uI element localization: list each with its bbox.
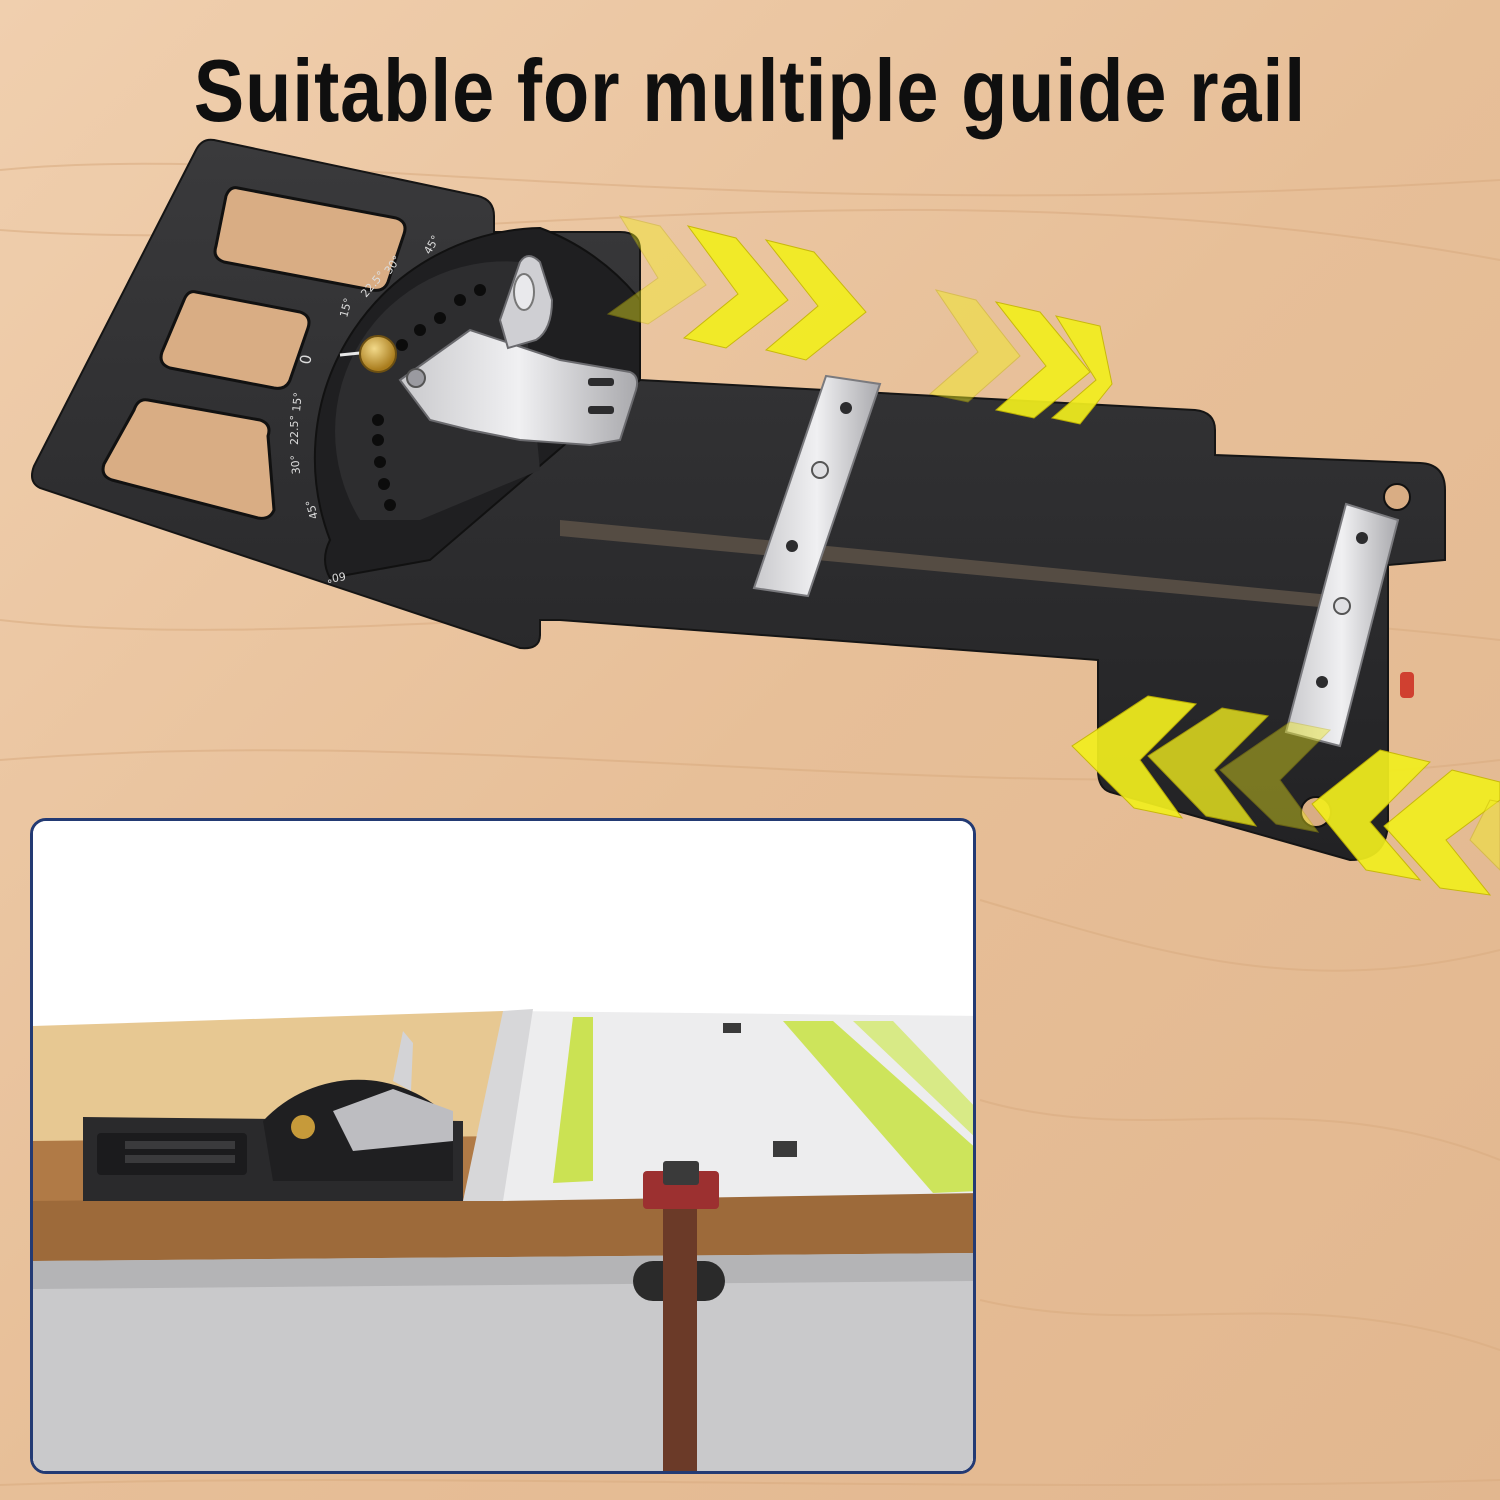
toggle-clamp[interactable]	[398, 255, 639, 447]
scale-label-zero: 0	[296, 353, 315, 366]
sliding-stop-bar[interactable]	[752, 374, 882, 598]
clamp-post	[663, 1209, 697, 1471]
chevron-left-icon	[1071, 695, 1500, 896]
rail-clamp-red	[643, 1171, 719, 1209]
table-front	[33, 1253, 973, 1471]
zero-indicator	[339, 351, 361, 357]
inset-usage-photo	[30, 818, 976, 1474]
dial-holes	[372, 284, 486, 511]
window-cutout-top	[213, 186, 407, 292]
scale-label-lower-30: 30°	[288, 454, 303, 475]
usage-scene	[33, 821, 973, 1471]
scale-label-lower-22: 22.5°	[288, 415, 301, 445]
jig-in-use	[83, 1031, 463, 1201]
chevron-right-icon	[606, 215, 1113, 425]
arm-slot	[560, 520, 1330, 608]
scale-label-upper-15: 15°	[337, 297, 355, 319]
scale-label-lower-60: 60°	[325, 569, 346, 585]
mount-hole-upper	[1383, 483, 1411, 511]
headline: Suitable for multiple guide rail	[193, 41, 1307, 140]
window-cutout-middle	[159, 290, 311, 390]
board-edge	[33, 1191, 973, 1266]
scale-label-lower-15: 15°	[290, 392, 305, 413]
scale-label-lower-45: 45°	[303, 498, 321, 520]
end-stop-bar[interactable]	[1284, 502, 1414, 748]
red-pin	[1400, 672, 1414, 698]
window-cutout-bottom	[101, 398, 276, 520]
brass-knob[interactable]	[359, 335, 397, 373]
